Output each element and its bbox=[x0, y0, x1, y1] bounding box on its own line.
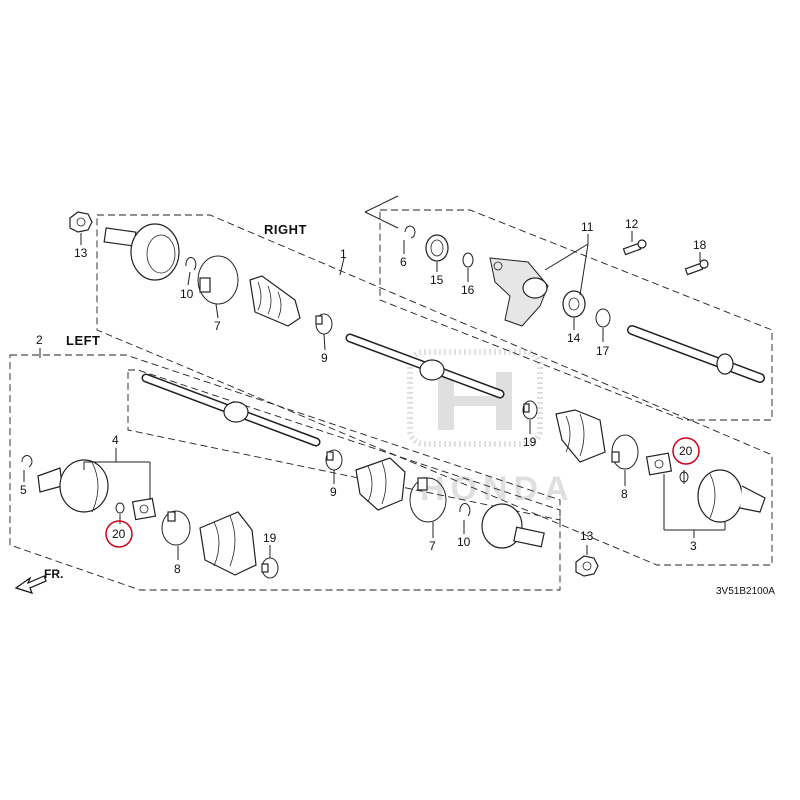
callout-16[interactable]: 16 bbox=[461, 283, 475, 297]
spider-assembly-icon[interactable] bbox=[645, 452, 673, 476]
intermediate-shaft-frame bbox=[379, 209, 773, 421]
right-outer-cv-joint-icon[interactable] bbox=[103, 223, 180, 281]
callout-14[interactable]: 14 bbox=[567, 331, 581, 345]
callout-10[interactable]: 10 bbox=[457, 535, 471, 549]
drawing-code: 3V51B2100A bbox=[716, 586, 775, 597]
circlip-icon[interactable] bbox=[185, 257, 197, 271]
spider-assembly-icon[interactable] bbox=[131, 497, 157, 521]
callout-8[interactable]: 8 bbox=[621, 487, 628, 501]
circlip-icon[interactable] bbox=[595, 308, 611, 328]
callout-7[interactable]: 7 bbox=[214, 319, 221, 333]
callout-20[interactable]: 20 bbox=[112, 527, 126, 541]
front-label: FR. bbox=[44, 567, 63, 581]
highlight-ring-20-right bbox=[672, 437, 700, 465]
small-band-icon[interactable] bbox=[325, 449, 343, 471]
left-inner-shaft-frame bbox=[127, 369, 561, 521]
bolt-icon[interactable] bbox=[684, 259, 709, 276]
circlip-icon[interactable] bbox=[459, 503, 471, 517]
boot-band-icon[interactable] bbox=[409, 477, 447, 523]
boot-band-icon[interactable] bbox=[197, 255, 239, 305]
callout-15[interactable]: 15 bbox=[430, 273, 444, 287]
callout-5[interactable]: 5 bbox=[20, 483, 27, 497]
callout-18[interactable]: 18 bbox=[693, 238, 707, 252]
inner-boot-band-icon[interactable] bbox=[161, 510, 191, 546]
seal-icon[interactable] bbox=[425, 234, 449, 262]
band-clamp-icon[interactable] bbox=[522, 400, 538, 420]
callout-1[interactable]: 1 bbox=[340, 247, 347, 261]
right-shaft-frame bbox=[96, 214, 773, 566]
left-outer-cv-joint-icon[interactable] bbox=[481, 503, 545, 549]
right-outer-boot-icon[interactable] bbox=[249, 275, 301, 327]
callout-20[interactable]: 20 bbox=[679, 444, 693, 458]
front-direction-marker: FR. bbox=[14, 567, 63, 594]
callout-7[interactable]: 7 bbox=[429, 539, 436, 553]
brand-watermark: HONDA bbox=[407, 349, 575, 508]
bolt-icon[interactable] bbox=[622, 239, 647, 256]
callout-17[interactable]: 17 bbox=[596, 344, 610, 358]
left-inner-joint-housing-icon[interactable] bbox=[37, 459, 109, 513]
circlip-icon[interactable] bbox=[21, 455, 33, 468]
callout-13[interactable]: 13 bbox=[74, 246, 88, 260]
callout-4[interactable]: 4 bbox=[112, 433, 119, 447]
right-inner-joint-housing-icon[interactable] bbox=[697, 469, 766, 523]
left-shaft-icon[interactable] bbox=[141, 373, 321, 447]
callout-8[interactable]: 8 bbox=[174, 562, 181, 576]
right-inner-boot-icon[interactable] bbox=[555, 409, 606, 463]
callout-2[interactable]: 2 bbox=[36, 333, 43, 347]
callout-3[interactable]: 3 bbox=[690, 539, 697, 553]
band-clamp-icon[interactable] bbox=[261, 557, 279, 579]
callout-13[interactable]: 13 bbox=[580, 529, 594, 543]
callout-12[interactable]: 12 bbox=[625, 217, 639, 231]
bearing-icon[interactable] bbox=[562, 290, 586, 318]
callout-9[interactable]: 9 bbox=[321, 351, 328, 365]
left-inner-boot-icon[interactable] bbox=[199, 511, 257, 576]
snap-ring-icon[interactable] bbox=[115, 502, 125, 514]
nut-icon[interactable] bbox=[575, 555, 599, 577]
bearing-support-bracket-icon[interactable] bbox=[489, 257, 549, 327]
callout-6[interactable]: 6 bbox=[400, 255, 407, 269]
inner-boot-band-icon[interactable] bbox=[611, 434, 639, 470]
left-section-heading: LEFT bbox=[66, 333, 101, 348]
left-shaft-frame bbox=[9, 354, 561, 591]
highlight-ring-20-left bbox=[105, 520, 133, 548]
intermediate-shaft-icon[interactable] bbox=[627, 325, 765, 383]
svg-text:HONDA: HONDA bbox=[420, 470, 575, 508]
leader-lines bbox=[23, 195, 726, 560]
circlip-icon[interactable] bbox=[462, 252, 474, 268]
left-outer-boot-icon[interactable] bbox=[355, 457, 406, 511]
callout-19[interactable]: 19 bbox=[523, 435, 537, 449]
callout-9[interactable]: 9 bbox=[330, 485, 337, 499]
callout-10[interactable]: 10 bbox=[180, 287, 194, 301]
nut-icon[interactable] bbox=[69, 211, 93, 233]
right-section-heading: RIGHT bbox=[264, 222, 307, 237]
circlip-icon[interactable] bbox=[404, 225, 416, 239]
right-shaft-icon[interactable] bbox=[345, 333, 505, 399]
front-arrow-icon bbox=[14, 575, 47, 594]
callout-19[interactable]: 19 bbox=[263, 531, 277, 545]
callout-11[interactable]: 11 bbox=[581, 220, 594, 234]
small-band-icon[interactable] bbox=[315, 313, 333, 335]
